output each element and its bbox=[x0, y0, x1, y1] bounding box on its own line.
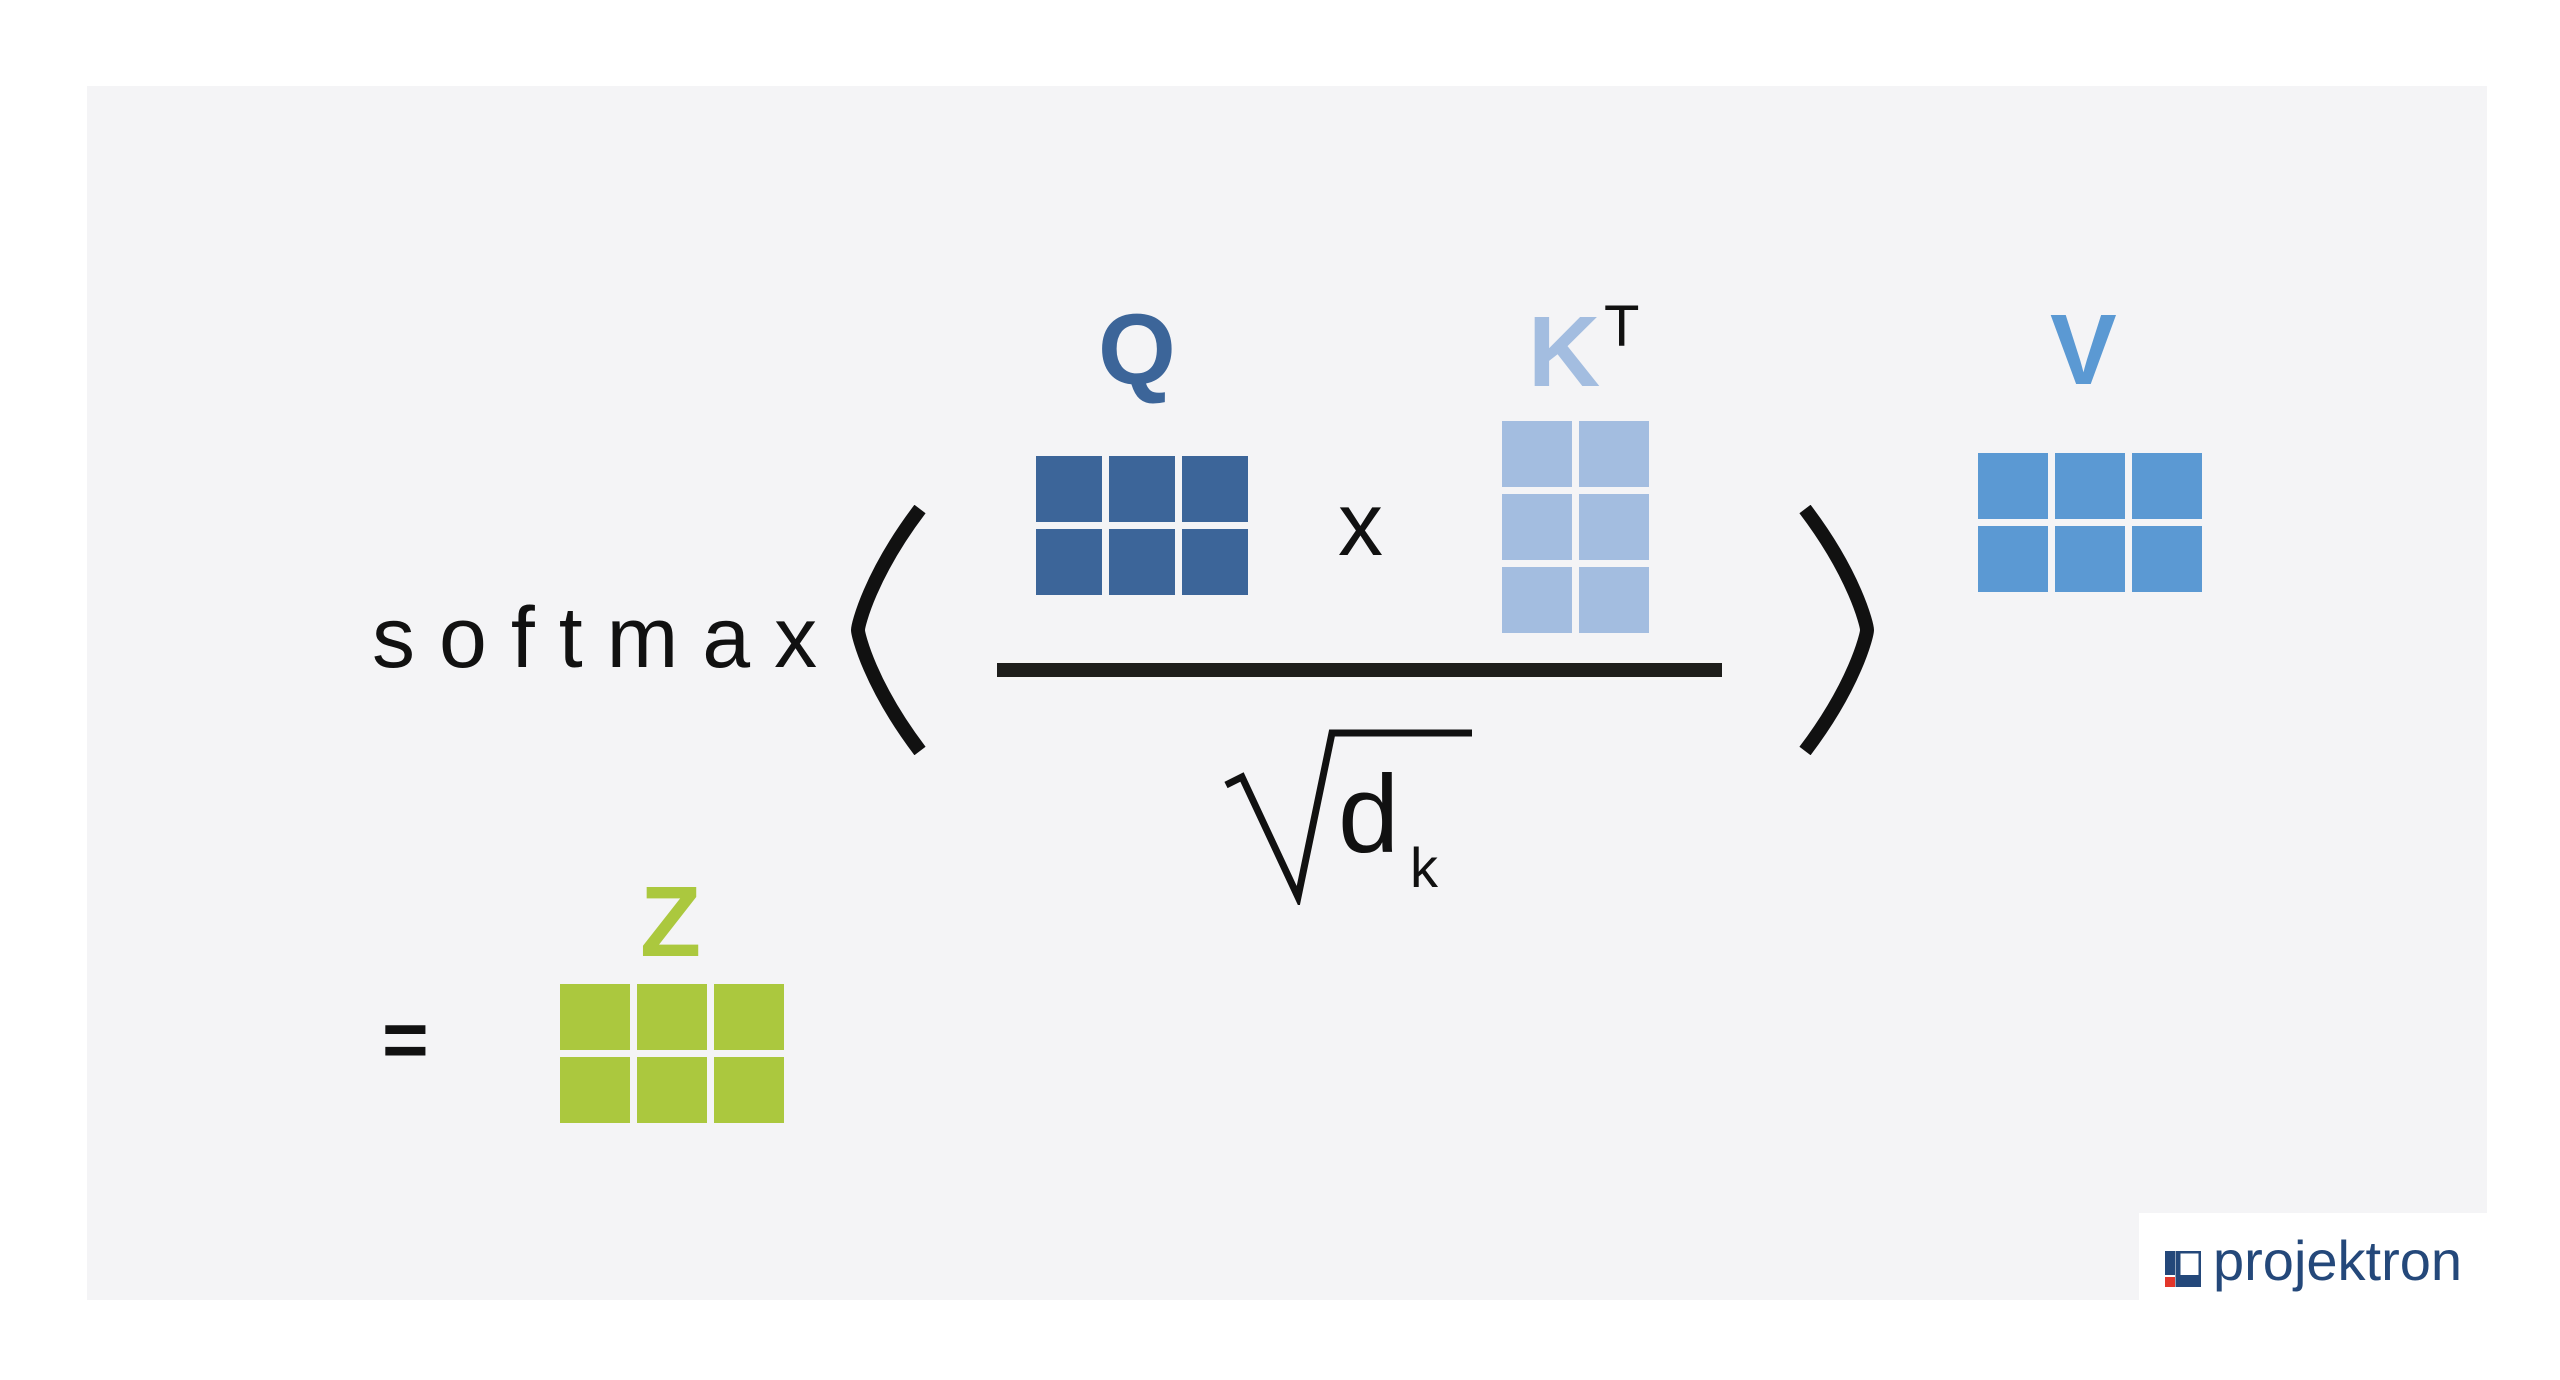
v-matrix-cell bbox=[2132, 526, 2202, 592]
k-matrix-cell bbox=[1502, 494, 1572, 560]
k-matrix bbox=[1502, 421, 1649, 633]
diagram-panel bbox=[87, 86, 2487, 1300]
z-label: Z bbox=[640, 866, 702, 978]
z-matrix-cell bbox=[637, 1057, 707, 1123]
k-matrix-cell bbox=[1579, 567, 1649, 633]
k-matrix-cell bbox=[1579, 421, 1649, 487]
denominator-var: d bbox=[1338, 753, 1400, 876]
k-matrix-cell bbox=[1579, 494, 1649, 560]
fraction-bar bbox=[997, 663, 1722, 677]
v-matrix-cell bbox=[1978, 453, 2048, 519]
k-matrix-cell bbox=[1502, 567, 1572, 633]
q-matrix-cell bbox=[1182, 456, 1248, 522]
v-matrix-cell bbox=[2132, 453, 2202, 519]
denominator-sub: k bbox=[1410, 836, 1438, 899]
sqrt-symbol bbox=[1224, 729, 1472, 905]
q-matrix-cell bbox=[1036, 529, 1102, 595]
equals-sign: = bbox=[382, 995, 429, 1084]
v-matrix-cell bbox=[1978, 526, 2048, 592]
multiply-sign: x bbox=[1338, 475, 1383, 575]
z-matrix bbox=[560, 984, 784, 1123]
v-matrix bbox=[1978, 453, 2202, 592]
k-matrix-cell bbox=[1502, 421, 1572, 487]
logo-text: projektron bbox=[2213, 1229, 2463, 1292]
z-matrix-cell bbox=[714, 1057, 784, 1123]
v-matrix-cell bbox=[2055, 526, 2125, 592]
q-matrix bbox=[1036, 456, 1248, 595]
v-matrix-cell bbox=[2055, 453, 2125, 519]
k-superscript: T bbox=[1604, 294, 1640, 359]
q-matrix-cell bbox=[1036, 456, 1102, 522]
projektron-logo-icon bbox=[2165, 1251, 2201, 1287]
close-paren bbox=[1799, 505, 1875, 755]
z-matrix-cell bbox=[714, 984, 784, 1050]
q-matrix-cell bbox=[1109, 529, 1175, 595]
k-label: K bbox=[1528, 296, 1601, 408]
q-matrix-cell bbox=[1109, 456, 1175, 522]
q-matrix-cell bbox=[1182, 529, 1248, 595]
open-paren bbox=[850, 505, 926, 755]
z-matrix-cell bbox=[637, 984, 707, 1050]
softmax-label: softmax bbox=[372, 590, 842, 686]
z-matrix-cell bbox=[560, 1057, 630, 1123]
v-label: V bbox=[2050, 294, 2117, 406]
logo: projektron bbox=[2139, 1213, 2487, 1303]
z-matrix-cell bbox=[560, 984, 630, 1050]
q-label: Q bbox=[1098, 294, 1176, 406]
